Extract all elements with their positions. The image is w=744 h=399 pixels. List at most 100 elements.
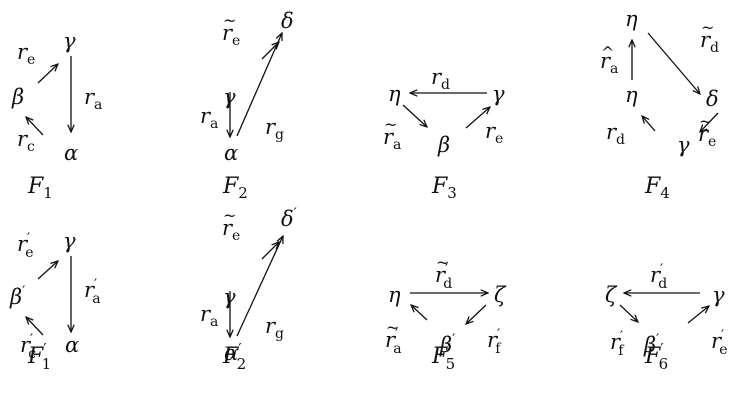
label-r-d-prime: r′d xyxy=(650,262,667,292)
arrow-f2prime-3 xyxy=(236,236,283,337)
label-gamma: γ xyxy=(492,82,505,106)
svg-text:rg: rg xyxy=(265,314,284,342)
label-beta-prime: β′ xyxy=(9,284,25,309)
label-r-d: rd xyxy=(606,120,625,148)
caption-f2prime: F′2 xyxy=(222,340,246,373)
label-r-d: rd xyxy=(431,65,450,93)
svg-text:ra: ra xyxy=(600,49,618,77)
svg-text:γ: γ xyxy=(712,283,725,307)
label-eta: η xyxy=(388,283,401,307)
svg-text:δ′: δ′ xyxy=(281,206,297,231)
svg-text:δ: δ xyxy=(706,87,719,111)
label-r-d-tilde: rd~ xyxy=(700,18,719,56)
label-eta: η xyxy=(625,83,638,107)
svg-text:ra: ra xyxy=(84,85,102,113)
svg-text:α: α xyxy=(224,341,238,365)
label-zeta: ζ xyxy=(605,283,618,307)
label-r-a: ra xyxy=(84,85,102,113)
svg-text:r′e: r′e xyxy=(711,328,728,358)
svg-text:rd: rd xyxy=(700,28,719,56)
label-r-e-tilde: re~ xyxy=(222,11,240,49)
svg-text:r′a: r′a xyxy=(385,327,402,357)
svg-text:α: α xyxy=(65,333,79,357)
label-gamma: γ xyxy=(63,229,76,253)
svg-text:γ: γ xyxy=(63,29,76,53)
label-r-c-prime: r′c xyxy=(20,332,36,362)
caption-f2: F2 xyxy=(222,174,248,202)
label-r-d-tilde-prime: r′d~ xyxy=(435,253,452,292)
arrow-f6prime-2 xyxy=(619,304,638,322)
svg-text:β′: β′ xyxy=(9,284,25,309)
caption-f1prime: F′1 xyxy=(27,340,51,373)
svg-text:α: α xyxy=(64,141,78,165)
label-r-e-prime: r′e xyxy=(711,328,728,358)
label-delta-prime: δ′ xyxy=(281,206,297,231)
svg-text:β′: β′ xyxy=(439,332,455,357)
label-r-a-tilde: ra~ xyxy=(383,115,401,153)
caption-f1: F1 xyxy=(27,174,53,202)
tilde-accent: ~ xyxy=(701,18,714,37)
svg-text:re: re xyxy=(17,40,35,68)
arrow-f1prime-3 xyxy=(26,317,44,336)
label-r-g: rg xyxy=(265,314,284,342)
label-delta: δ xyxy=(706,87,719,111)
svg-text:β′: β′ xyxy=(643,332,659,357)
svg-text:η: η xyxy=(625,7,638,31)
hat-accent: ^ xyxy=(601,43,614,62)
tilde-accent: ~ xyxy=(223,11,236,30)
caption-f6prime: F′6 xyxy=(644,340,668,373)
label-beta: β xyxy=(11,85,24,109)
label-alpha: α xyxy=(224,341,238,365)
arrow-f1-3 xyxy=(26,117,44,136)
arrow-f3-2 xyxy=(402,104,427,127)
label-gamma: γ xyxy=(677,133,690,157)
label-eta: η xyxy=(625,7,638,31)
svg-text:r′e: r′e xyxy=(17,231,34,261)
label-r-e: re xyxy=(17,40,35,68)
label-r-f-prime: r′f xyxy=(487,327,502,357)
svg-text:re: re xyxy=(222,216,240,244)
label-r-a-tilde-prime: r′a~ xyxy=(385,318,402,357)
label-r-a: ra xyxy=(200,104,218,132)
label-r-f-prime: r′f xyxy=(610,329,625,359)
arrow-f2prime-1 xyxy=(261,242,279,260)
svg-text:re: re xyxy=(485,119,503,147)
tilde-accent: ~ xyxy=(223,206,236,225)
svg-text:γ: γ xyxy=(63,229,76,253)
arrow-f2-3 xyxy=(236,33,282,137)
svg-text:η: η xyxy=(388,283,401,307)
label-r-a-prime: r′a xyxy=(84,277,101,307)
svg-text:ra: ra xyxy=(383,125,401,153)
svg-text:rd: rd xyxy=(606,120,625,148)
svg-text:β: β xyxy=(11,85,24,109)
arrow-f4-2 xyxy=(647,32,700,94)
svg-text:δ: δ xyxy=(281,9,294,33)
label-r-c: rc xyxy=(17,127,35,155)
label-gamma: γ xyxy=(712,283,725,307)
label-r-e-prime: r′e xyxy=(17,231,34,261)
svg-text:ra: ra xyxy=(200,104,218,132)
svg-text:r′d: r′d xyxy=(650,262,667,292)
svg-text:α: α xyxy=(224,141,238,165)
arrow-f4-3 xyxy=(642,116,656,132)
caption-f3: F3 xyxy=(431,174,457,202)
label-zeta: ζ xyxy=(494,283,507,307)
label-beta-prime: β′ xyxy=(643,332,659,357)
arrow-f1prime-1 xyxy=(37,261,58,280)
svg-text:r′f: r′f xyxy=(487,327,502,357)
svg-text:r′d: r′d xyxy=(435,262,452,292)
label-eta: η xyxy=(388,82,401,106)
svg-text:rg: rg xyxy=(265,115,284,143)
label-beta-prime: β′ xyxy=(439,332,455,357)
arrow-f3-3 xyxy=(465,107,490,129)
arrow-f6prime-3 xyxy=(687,306,709,324)
arrow-f4-4 xyxy=(700,112,719,132)
label-beta: β xyxy=(437,133,450,157)
svg-text:r′c: r′c xyxy=(20,332,36,362)
label-gamma: γ xyxy=(63,29,76,53)
label-alpha: α xyxy=(224,141,238,165)
svg-text:re: re xyxy=(222,21,240,49)
svg-text:γ: γ xyxy=(677,133,690,157)
